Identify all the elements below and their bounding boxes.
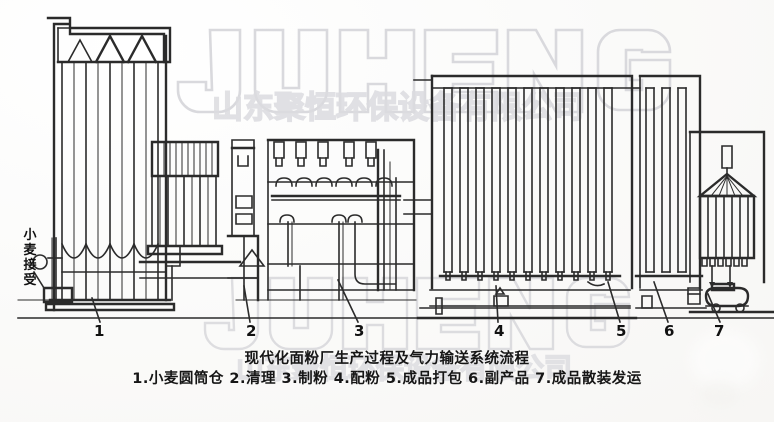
packing-section-group [416,280,638,320]
bulk-loadout-group [687,130,774,314]
callout-6: 6 [664,322,675,340]
callout-4: 4 [494,322,505,340]
milling-section-group [266,138,416,301]
callout-1: 1 [94,322,105,340]
watermark-brand-top [176,28,672,114]
callout-5: 5 [616,322,627,340]
svg-text:山东聚恒环保设备有限公司: 山东聚恒环保设备有限公司 [236,352,572,385]
blending-bins-group [403,74,704,290]
watermark-company-top: 山东聚恒环保设备有限公司 [211,89,585,127]
wheat-silo-group [32,16,181,312]
byproduct-section-group [635,289,707,309]
callout-2: 2 [246,322,257,340]
callout-3: 3 [354,322,365,340]
wheat-intake-label: 小麦接受 [23,228,37,288]
watermark-brand-bottom [203,276,631,351]
diagram-title: 现代化面粉厂生产过程及气力输送系统流程 [244,351,530,367]
callout-7: 7 [714,322,725,340]
diagram-legend: 1.小麦圆筒仓 2.清理 3.制粉 4.配粉 5.成品打包 6.副产品 7.成品… [132,371,642,387]
paper-blemish-2 [700,380,740,408]
callout-leader-lines [90,278,722,324]
svg-text:山东聚恒环保设备有限公司: 山东聚恒环保设备有限公司 [212,90,584,126]
cleaning-section-group [138,139,266,302]
watermark-company-bottom: 山东聚恒环保设备有限公司 [235,351,573,386]
